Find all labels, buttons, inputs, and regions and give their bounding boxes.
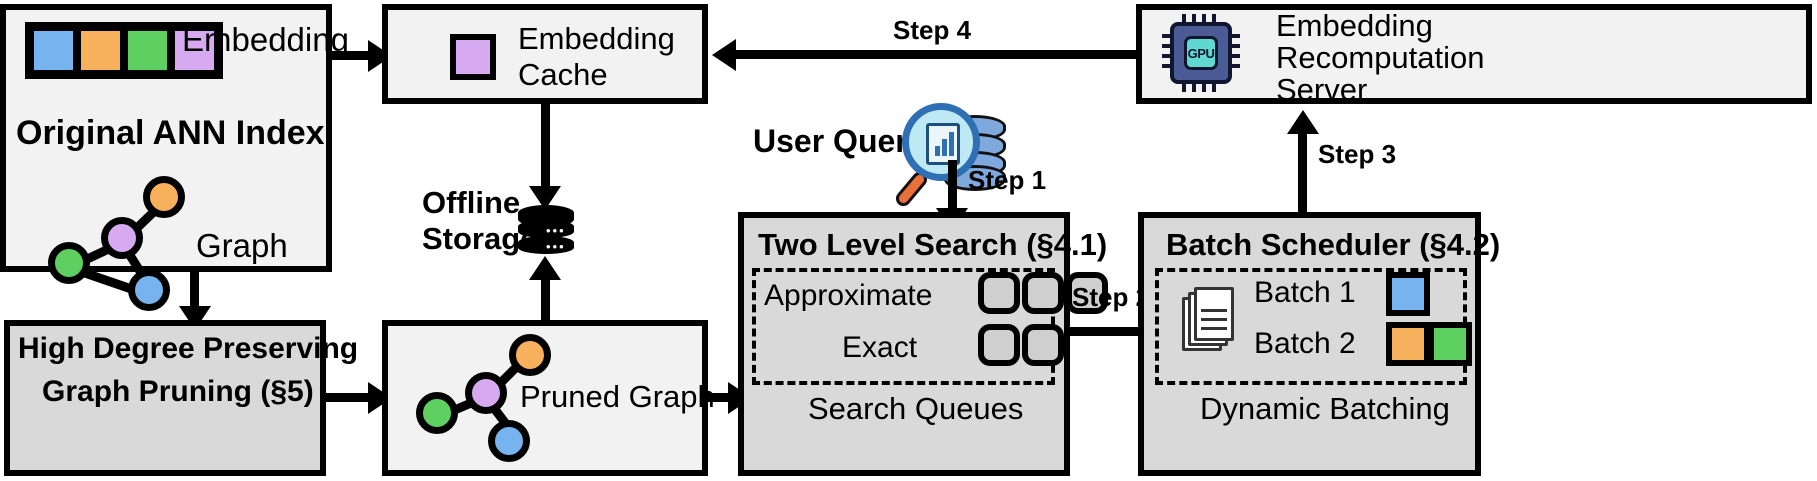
gpu-chip-icon: GPU bbox=[1160, 12, 1242, 94]
graph-pruning-box bbox=[4, 320, 326, 476]
approximate-slot bbox=[978, 272, 1020, 314]
offline-storage-line1: Offline bbox=[422, 185, 521, 220]
search-database-icon bbox=[892, 103, 1006, 210]
graph-label: Graph bbox=[196, 227, 288, 264]
recomputation-server-line2: Recomputation bbox=[1276, 40, 1485, 75]
doc-sheet bbox=[1194, 287, 1234, 341]
connector-cache-to-storage bbox=[541, 104, 550, 188]
embedding-cache-box bbox=[382, 4, 708, 104]
dynamic-batching-caption: Dynamic Batching bbox=[1200, 391, 1450, 426]
doc-line bbox=[1201, 309, 1227, 312]
pruned-graph bbox=[412, 330, 551, 462]
gpu-pin bbox=[1192, 14, 1196, 24]
step-4-label: Step 4 bbox=[893, 15, 972, 45]
doc-line bbox=[1201, 318, 1227, 321]
gpu-pin bbox=[1162, 54, 1172, 58]
gpu-pin bbox=[1182, 82, 1186, 92]
embedding-cache-line1: Embedding bbox=[518, 21, 675, 56]
gpu-body: GPU bbox=[1170, 22, 1232, 84]
gpu-pin bbox=[1192, 82, 1196, 92]
db-dots: ••• bbox=[546, 239, 566, 254]
graph-node-green bbox=[416, 392, 458, 434]
db-band bbox=[518, 220, 574, 238]
gpu-pin bbox=[1202, 82, 1206, 92]
batch-1-label: Batch 1 bbox=[1254, 276, 1356, 309]
graph-node-purple bbox=[465, 372, 507, 414]
embedding-label: Embedding bbox=[182, 21, 349, 58]
connector-pruning-to-pruned bbox=[326, 393, 370, 402]
graph-pruning-line1: High Degree Preserving bbox=[18, 332, 359, 365]
exact-slot bbox=[1022, 324, 1064, 366]
gpu-pin bbox=[1230, 64, 1240, 68]
recomputation-server-line3: Server bbox=[1276, 72, 1368, 107]
graph-node-purple bbox=[101, 217, 143, 259]
approximate-label: Approximate bbox=[764, 279, 933, 312]
batch-scheduler-title: Batch Scheduler (§4.2) bbox=[1166, 227, 1501, 262]
graph-node-orange bbox=[143, 176, 185, 218]
db-dots: ••• bbox=[546, 223, 566, 238]
doc-bar bbox=[942, 139, 947, 156]
gpu-pin bbox=[1230, 34, 1240, 38]
connector-index-to-pruning bbox=[190, 272, 199, 308]
connector-query-to-search bbox=[948, 160, 957, 210]
graph-node-green bbox=[48, 242, 90, 284]
connector-scheduler-to-server bbox=[1298, 133, 1307, 212]
doc-line bbox=[1201, 327, 1227, 330]
embedding-cell-2 bbox=[77, 27, 124, 74]
gpu-pin bbox=[1202, 14, 1206, 24]
approximate-slot bbox=[1066, 272, 1108, 314]
connector-server-to-cache bbox=[736, 50, 1136, 59]
graph-pruning-line2: Graph Pruning (§5) bbox=[42, 375, 314, 408]
gpu-pin bbox=[1162, 44, 1172, 48]
embedding-strip bbox=[25, 22, 223, 79]
recomputation-server-box bbox=[1136, 4, 1812, 104]
arrowhead-left bbox=[712, 39, 736, 71]
two-level-search-title: Two Level Search (§4.1) bbox=[758, 227, 1108, 262]
connector-search-to-scheduler bbox=[1070, 327, 1142, 336]
batch-2-swatch-a bbox=[1386, 322, 1430, 366]
pruned-graph-label: Pruned Graph bbox=[520, 379, 715, 414]
recomputation-server-line1: Embedding bbox=[1276, 8, 1433, 43]
connector-pruned-to-storage bbox=[541, 278, 550, 322]
original-graph bbox=[40, 172, 185, 311]
gpu-pin bbox=[1212, 82, 1216, 92]
doc-bar bbox=[935, 146, 940, 156]
arrowhead-up bbox=[529, 256, 561, 280]
gpu-core-label: GPU bbox=[1187, 45, 1215, 61]
embedding-cache-line2: Cache bbox=[518, 57, 608, 92]
gpu-pin bbox=[1162, 64, 1172, 68]
document-icon bbox=[926, 123, 960, 165]
exact-label: Exact bbox=[842, 331, 918, 364]
connector-index-to-cache bbox=[332, 51, 370, 60]
search-queues-caption: Search Queues bbox=[808, 391, 1024, 426]
embedding-cell-4 bbox=[171, 27, 218, 74]
original-ann-index-title: Original ANN Index bbox=[16, 114, 325, 152]
gpu-pin bbox=[1230, 44, 1240, 48]
step-1-label: Step 1 bbox=[968, 165, 1047, 195]
batch-2-swatch-b bbox=[1428, 322, 1472, 366]
doc-bar bbox=[949, 132, 954, 156]
batch-2-label: Batch 2 bbox=[1254, 327, 1356, 360]
graph-node-orange bbox=[509, 334, 551, 376]
step-3-label: Step 3 bbox=[1318, 139, 1397, 169]
gpu-pin bbox=[1162, 34, 1172, 38]
graph-node-blue bbox=[128, 269, 170, 311]
approximate-slot bbox=[1022, 272, 1064, 314]
graph-node-blue bbox=[488, 420, 530, 462]
gpu-core: GPU bbox=[1184, 36, 1218, 70]
gpu-pin bbox=[1182, 14, 1186, 24]
documents-icon bbox=[1182, 287, 1244, 359]
arrowhead-up bbox=[1287, 110, 1319, 134]
gpu-pin bbox=[1230, 54, 1240, 58]
database-icon: ••• ••• bbox=[518, 205, 574, 259]
db-band bbox=[518, 236, 574, 254]
embedding-cell-1 bbox=[30, 27, 77, 74]
exact-slot bbox=[978, 324, 1020, 366]
connector-pruned-to-search bbox=[708, 393, 738, 402]
batch-1-swatch bbox=[1386, 272, 1430, 316]
user-query-label: User Query bbox=[753, 123, 926, 159]
embedding-cell-3 bbox=[124, 27, 171, 74]
gpu-pin bbox=[1212, 14, 1216, 24]
embedding-cache-swatch bbox=[450, 34, 496, 80]
